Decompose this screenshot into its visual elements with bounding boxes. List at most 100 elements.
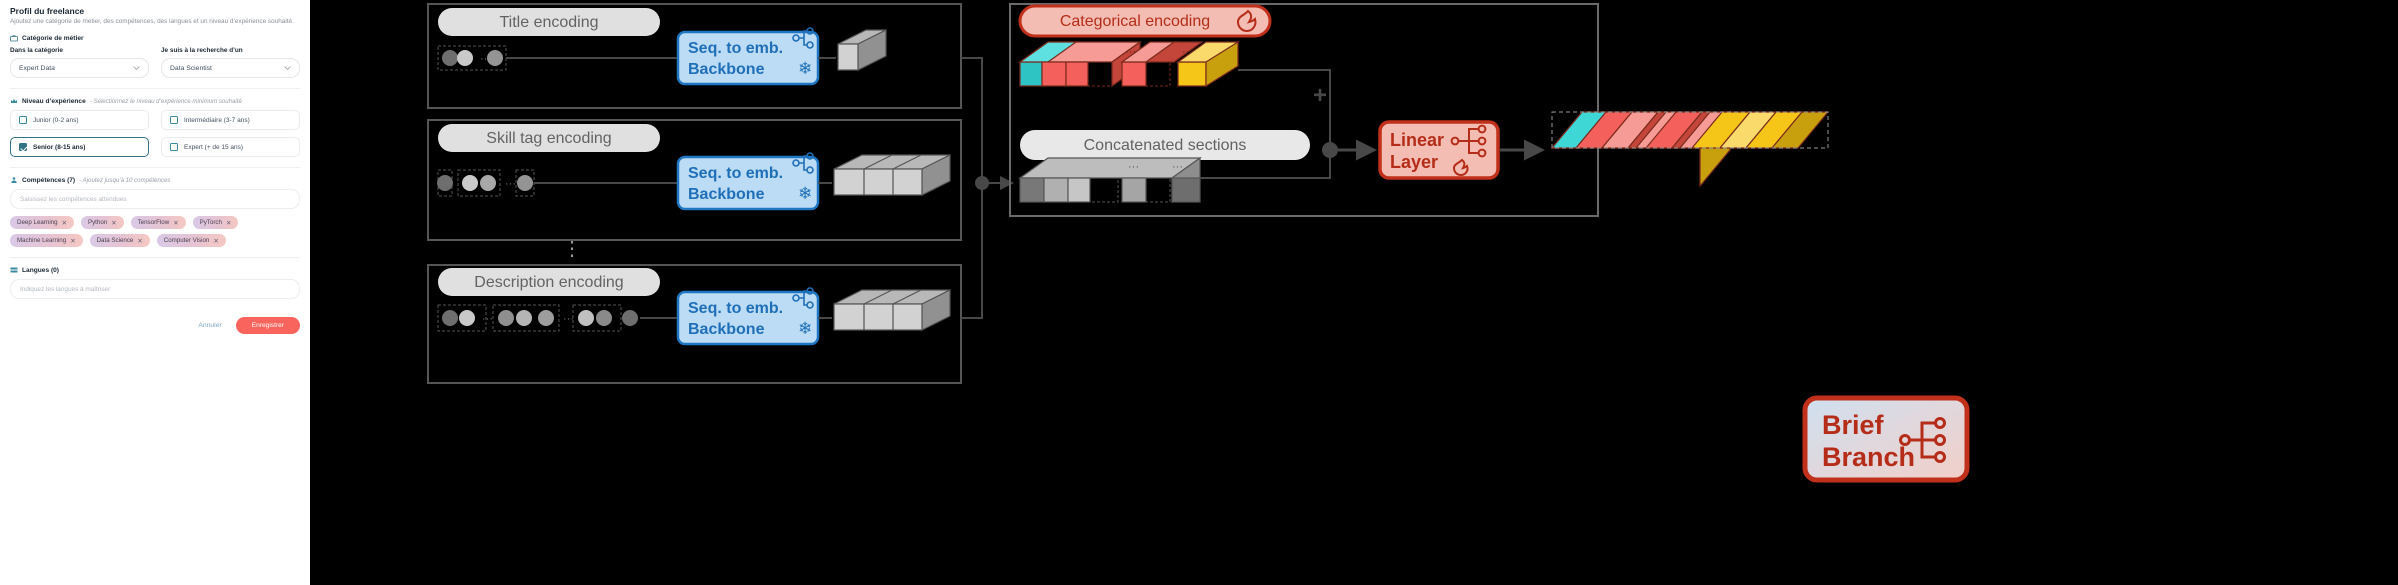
skill-tag[interactable]: PyTorch ✕ <box>192 216 239 229</box>
diagram-canvas: Title encoding ··· Seq. to emb. Backbone… <box>427 3 1970 483</box>
experience-option-expert[interactable]: Expert (+ de 15 ans) <box>161 137 300 157</box>
experience-option-label: Intermédiaire (3-7 ans) <box>184 116 250 124</box>
role-field-label: Je suis à la recherche d’un <box>161 47 243 54</box>
checkbox-checked-icon[interactable] <box>19 143 27 151</box>
category-select[interactable]: Expert Data <box>10 58 149 78</box>
backbone-label-line2: Backbone <box>688 61 765 78</box>
category-field-label: Dans la catégorie <box>10 47 63 54</box>
skill-tag-label: Data Science <box>96 237 134 244</box>
remove-tag-icon[interactable]: ✕ <box>173 219 179 227</box>
remove-tag-icon[interactable]: ✕ <box>213 237 219 245</box>
categorical-encoding-group: Categorical encoding ··· ··· <box>1018 4 1272 88</box>
experience-option-label: Expert (+ de 15 ans) <box>184 143 244 151</box>
skills-input[interactable]: Saisissez les compétences attendues <box>10 189 300 209</box>
role-select-value: Data Scientist <box>170 64 212 72</box>
backbone-label-line1: Seq. to emb. <box>688 300 783 317</box>
categorical-encoding-title: Categorical encoding <box>1060 13 1210 30</box>
experience-section-title: Niveau d’expérience <box>22 97 86 105</box>
categorical-blocks: ··· ··· <box>1018 40 1240 88</box>
chevron-down-icon <box>284 66 291 70</box>
plus-symbol: + <box>1313 82 1327 109</box>
ellipsis: ··· <box>1172 161 1183 173</box>
languages-input[interactable]: Indiquez les langues à maîtriser <box>10 279 300 299</box>
remove-tag-icon[interactable]: ✕ <box>111 219 117 227</box>
network-icon <box>1450 124 1487 158</box>
embedding-block-stack <box>833 154 951 196</box>
experience-option-intermediaire[interactable]: Intermédiaire (3-7 ans) <box>161 110 300 130</box>
encoder-title: Skill tag encoding <box>486 130 611 147</box>
remove-tag-icon[interactable]: ✕ <box>70 237 76 245</box>
page-subtitle: Ajoutez une catégorie de métier, des com… <box>10 18 294 25</box>
role-select[interactable]: Data Scientist <box>161 58 300 78</box>
checkbox-icon[interactable] <box>170 143 178 151</box>
languages-section-title: Langues (0) <box>22 266 60 274</box>
concatenated-sections-title: Concatenated sections <box>1084 137 1247 154</box>
keyboard-icon <box>10 267 18 273</box>
languages-input-placeholder: Indiquez les langues à maîtriser <box>20 285 111 293</box>
briefcase-icon <box>10 35 18 42</box>
skill-tag[interactable]: Python ✕ <box>80 216 124 229</box>
experience-option-senior[interactable]: Senior (8-15 ans) <box>10 137 149 157</box>
freelance-profile-panel: Profil du freelance Ajoutez une catégori… <box>0 0 310 585</box>
experience-section-note: - Sélectionnez le niveau d’expérience mi… <box>89 97 242 105</box>
person-icon <box>11 177 17 183</box>
linear-layer-node: Linear Layer <box>1378 120 1500 180</box>
brief-branch-label-line1: Brief <box>1822 410 1885 440</box>
chevron-down-icon <box>133 66 140 70</box>
languages-section-header: Langues (0) <box>10 266 300 274</box>
save-button[interactable]: Enregistrer <box>235 317 300 334</box>
role-field: Je suis à la recherche d’un Data Scienti… <box>161 47 300 78</box>
network-icon <box>792 287 814 309</box>
experience-option-label: Junior (0-2 ans) <box>33 116 79 124</box>
skills-section-header: Compétences (7) - Ajoutez jusqu’à 10 com… <box>10 176 300 184</box>
skill-tag[interactable]: TensorFlow ✕ <box>130 216 186 229</box>
brief-branch-label-line2: Branch <box>1822 442 1915 472</box>
skill-tag[interactable]: Data Science ✕ <box>89 234 150 247</box>
remove-tag-icon[interactable]: ✕ <box>137 237 143 245</box>
remove-tag-icon[interactable]: ✕ <box>225 219 232 227</box>
ellipsis: ··· <box>1182 46 1193 58</box>
backbone-label-line1: Seq. to emb. <box>688 165 783 182</box>
network-icon <box>792 152 814 174</box>
backbone-label-line1: Seq. to emb. <box>688 40 783 57</box>
encoder-title: Title encoding <box>499 14 598 31</box>
network-icon <box>1899 417 1946 463</box>
linear-layer-label-line2: Layer <box>1390 152 1438 172</box>
skill-tag-label: TensorFlow <box>137 219 170 226</box>
remove-tag-icon[interactable]: ✕ <box>61 219 67 227</box>
backbone-label-line2: Backbone <box>688 186 765 203</box>
divider <box>10 257 300 258</box>
crown-icon <box>11 99 17 103</box>
skill-tag-label: PyTorch <box>199 219 222 226</box>
skill-tag-list: Deep Learning ✕ Python ✕ TensorFlow ✕ Py… <box>10 216 300 247</box>
linear-layer-label-line1: Linear <box>1390 130 1444 150</box>
skill-tag[interactable]: Computer Vision ✕ <box>156 234 226 247</box>
ellipsis: ··· <box>1125 46 1136 58</box>
checkbox-icon[interactable] <box>170 116 178 124</box>
experience-option-junior[interactable]: Junior (0-2 ans) <box>10 110 149 130</box>
page-title: Profil du freelance <box>10 6 85 16</box>
skill-tag[interactable]: Machine Learning ✕ <box>10 234 83 247</box>
embedding-block <box>837 29 887 71</box>
snowflake-icon: ❄ <box>798 59 812 78</box>
encoder-group-skill: Skill tag encoding ··· Seq. to emb. Back… <box>427 119 962 241</box>
network-icon <box>792 27 814 49</box>
ellipsis: ··· <box>1128 161 1139 173</box>
checkbox-icon[interactable] <box>19 116 27 124</box>
skill-tag[interactable]: Deep Learning ✕ <box>10 216 74 229</box>
experience-option-label: Senior (8-15 ans) <box>33 143 86 151</box>
experience-options: Junior (0-2 ans) Intermédiaire (3-7 ans)… <box>10 110 300 157</box>
cancel-button[interactable]: Annuler <box>198 322 222 329</box>
skill-tag-label: Machine Learning <box>17 237 67 244</box>
category-field: Dans la catégorie Expert Data <box>10 47 149 78</box>
concatenated-sections-group: Concatenated sections ··· ··· <box>1018 130 1310 204</box>
ellipsis: ··· <box>563 313 574 325</box>
divider <box>10 167 300 168</box>
encoder-group-description: Description encoding ··· ··· Seq. to emb… <box>427 264 962 384</box>
merge-junction <box>975 176 989 190</box>
embedding-block-stack <box>833 289 951 331</box>
ellipsis: ··· <box>482 313 493 325</box>
flame-icon <box>1236 9 1257 33</box>
experience-section-header: Niveau d’expérience - Sélectionnez le ni… <box>10 97 300 105</box>
ellipsis: ··· <box>480 53 491 65</box>
